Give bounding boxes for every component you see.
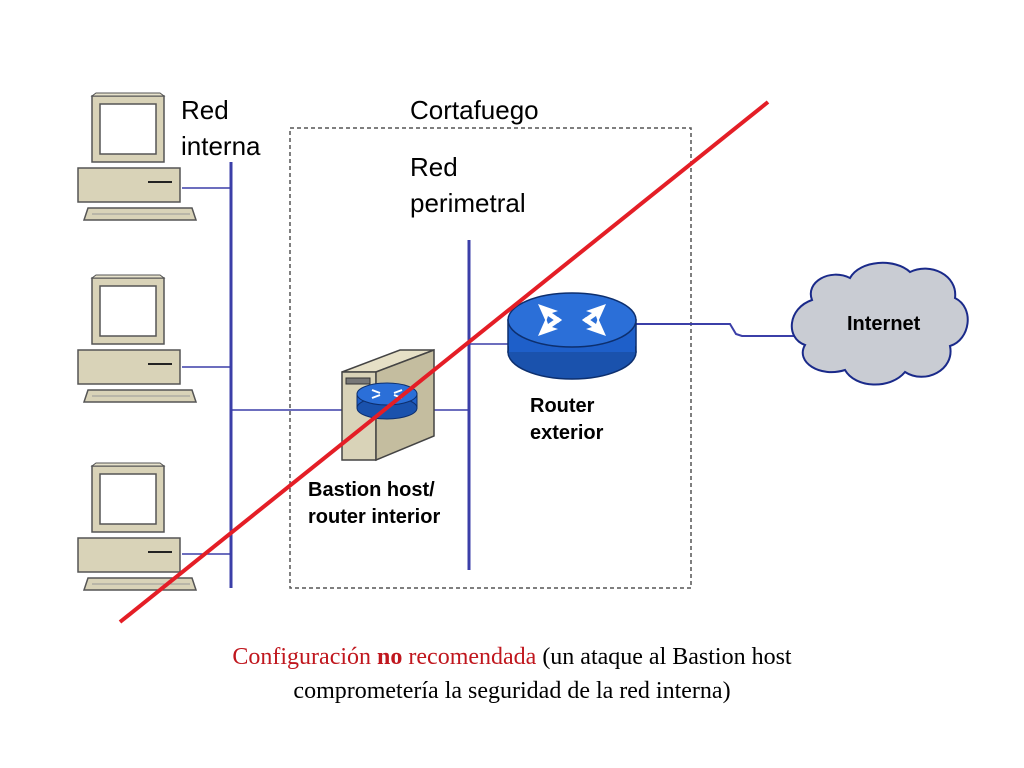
not-recommended-strike-line xyxy=(118,100,770,624)
bastion-host-label-line2: router interior xyxy=(308,506,441,528)
bastion-router-icon xyxy=(356,382,418,420)
internet-link xyxy=(636,323,800,337)
firewall-label: Cortafuego xyxy=(410,95,539,125)
internal-network-label: Red interna xyxy=(181,92,261,164)
perimeter-network-label-line2: perimetral xyxy=(410,188,526,218)
computer-icon xyxy=(77,462,197,591)
caption-line2: comprometería la seguridad de la red int… xyxy=(293,678,731,704)
caption-part4: (un ataque al Bastion host xyxy=(536,644,792,670)
internal-network-label-line2: interna xyxy=(181,131,261,161)
perimeter-network-label-line1: Red xyxy=(410,152,458,182)
router-icon xyxy=(507,292,637,380)
router-exterior-label: Router exterior xyxy=(530,393,603,447)
cloud-icon xyxy=(790,261,969,386)
internal-network-label-line1: Red xyxy=(181,95,229,125)
perimeter-network-line xyxy=(433,240,508,570)
bastion-host-label-line1: Bastion host/ xyxy=(308,479,435,501)
perimeter-network-label: Red perimetral xyxy=(410,149,526,221)
bastion-host-label: Bastion host/ router interior xyxy=(308,477,440,531)
internal-network-line xyxy=(182,162,346,588)
computer-icon xyxy=(77,92,197,221)
router-exterior-label-line2: exterior xyxy=(530,422,604,444)
bastion-server-icon xyxy=(341,348,435,462)
router-exterior-label-line1: Router xyxy=(530,395,595,417)
caption-part2: no xyxy=(377,644,403,670)
internet-label: Internet xyxy=(847,313,921,335)
caption: Configuración no recomendada (un ataque … xyxy=(100,640,924,708)
caption-part3: recomendada xyxy=(402,644,537,670)
caption-line1: Configuración no recomendada (un ataque … xyxy=(100,640,924,674)
firewall-boundary xyxy=(289,127,692,589)
computer-icon xyxy=(77,274,197,403)
caption-part1: Configuración xyxy=(232,644,378,670)
